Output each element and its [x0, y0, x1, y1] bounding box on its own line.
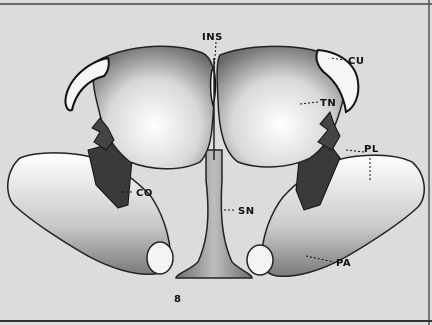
- left-palatine-knob: [147, 242, 173, 274]
- figure-number: 8: [174, 294, 181, 305]
- label-pa: PA: [336, 258, 351, 269]
- right-palatine-knob: [247, 245, 273, 275]
- label-sn: SN: [238, 206, 255, 217]
- label-co: CO: [136, 188, 153, 199]
- label-ins: INS: [202, 32, 223, 43]
- label-pl: PL: [364, 144, 379, 155]
- label-cu: CU: [348, 56, 364, 67]
- label-tn: TN: [320, 98, 336, 109]
